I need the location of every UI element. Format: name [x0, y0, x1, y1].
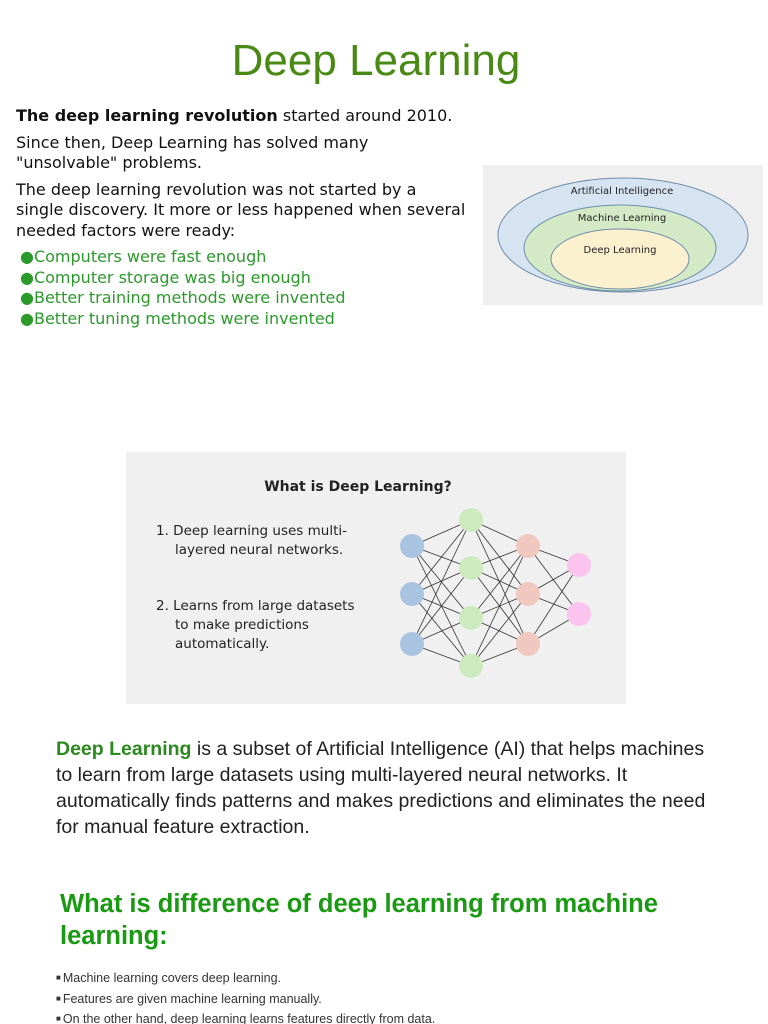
- difference-text: Features are given machine learning manu…: [63, 992, 322, 1006]
- factor-text: Computer storage was big enough: [34, 268, 311, 287]
- what-is-dl-figure: What is Deep Learning? 1. Deep learning …: [126, 452, 626, 704]
- network-edge: [528, 565, 579, 644]
- intro-paragraph-3: The deep learning revolution was not sta…: [16, 180, 466, 242]
- venn-svg: Artificial Intelligence Machine Learning…: [483, 165, 763, 305]
- ml-label: Machine Learning: [578, 213, 666, 224]
- definition-paragraph: Deep Learning is a subset of Artificial …: [56, 736, 716, 840]
- intro-paragraph-1: The deep learning revolution started aro…: [16, 106, 466, 127]
- network-node: [400, 632, 424, 656]
- factor-text: Better training methods were invented: [34, 288, 346, 307]
- difference-text: On the other hand, deep learning learns …: [63, 1012, 435, 1024]
- difference-item: ■Machine learning covers deep learning.: [56, 968, 736, 989]
- bullet-icon: ●: [20, 247, 34, 266]
- difference-list: ■Machine learning covers deep learning. …: [56, 968, 736, 1024]
- bullet-icon: ●: [20, 268, 34, 287]
- network-node: [459, 556, 483, 580]
- bullet-icon: ●: [20, 309, 34, 328]
- factors-list: ●Computers were fast enough ●Computer st…: [20, 247, 466, 329]
- network-node: [567, 553, 591, 577]
- figure-item-2-line-2: to make predictions: [175, 617, 309, 633]
- network-edge: [412, 568, 471, 644]
- intro-section: The deep learning revolution started aro…: [16, 106, 466, 329]
- ai-ml-dl-diagram: Artificial Intelligence Machine Learning…: [483, 165, 763, 305]
- network-node: [516, 582, 540, 606]
- network-node: [400, 582, 424, 606]
- square-bullet-icon: ■: [56, 1014, 61, 1023]
- factor-item: ●Computers were fast enough: [20, 247, 466, 268]
- network-node: [516, 632, 540, 656]
- network-node: [459, 508, 483, 532]
- neural-network-edges: [412, 520, 579, 666]
- network-node: [567, 602, 591, 626]
- ai-label: Artificial Intelligence: [571, 186, 674, 197]
- network-node: [400, 534, 424, 558]
- page-title: Deep Learning: [0, 36, 752, 86]
- dl-ellipse: [551, 229, 689, 289]
- factor-text: Better tuning methods were invented: [34, 309, 335, 328]
- difference-text: Machine learning covers deep learning.: [63, 971, 281, 985]
- figure-title: What is Deep Learning?: [264, 479, 452, 495]
- network-node: [459, 606, 483, 630]
- network-node: [516, 534, 540, 558]
- difference-heading: What is difference of deep learning from…: [60, 888, 740, 952]
- dl-label: Deep Learning: [584, 245, 657, 256]
- factor-item: ●Computer storage was big enough: [20, 268, 466, 289]
- difference-item: ■Features are given machine learning man…: [56, 989, 736, 1010]
- neural-network-nodes: [400, 508, 591, 678]
- intro-bold-phrase: The deep learning revolution: [16, 106, 278, 125]
- intro-paragraph-2: Since then, Deep Learning has solved man…: [16, 133, 466, 174]
- figure-item-1-line-2: layered neural networks.: [175, 542, 343, 558]
- figure-item-2-line-1: 2. Learns from large datasets: [156, 598, 355, 614]
- network-node: [459, 654, 483, 678]
- factor-item: ●Better tuning methods were invented: [20, 309, 466, 330]
- factor-text: Computers were fast enough: [34, 247, 266, 266]
- intro-paragraph-1-rest: started around 2010.: [278, 106, 453, 125]
- bullet-icon: ●: [20, 288, 34, 307]
- definition-highlight: Deep Learning: [56, 738, 191, 760]
- square-bullet-icon: ■: [56, 973, 61, 982]
- figure-svg: What is Deep Learning? 1. Deep learning …: [126, 452, 626, 704]
- square-bullet-icon: ■: [56, 994, 61, 1003]
- factor-item: ●Better training methods were invented: [20, 288, 466, 309]
- figure-item-2-line-3: automatically.: [175, 636, 269, 652]
- difference-item: ■On the other hand, deep learning learns…: [56, 1009, 736, 1024]
- figure-item-1-line-1: 1. Deep learning uses multi-: [156, 523, 347, 539]
